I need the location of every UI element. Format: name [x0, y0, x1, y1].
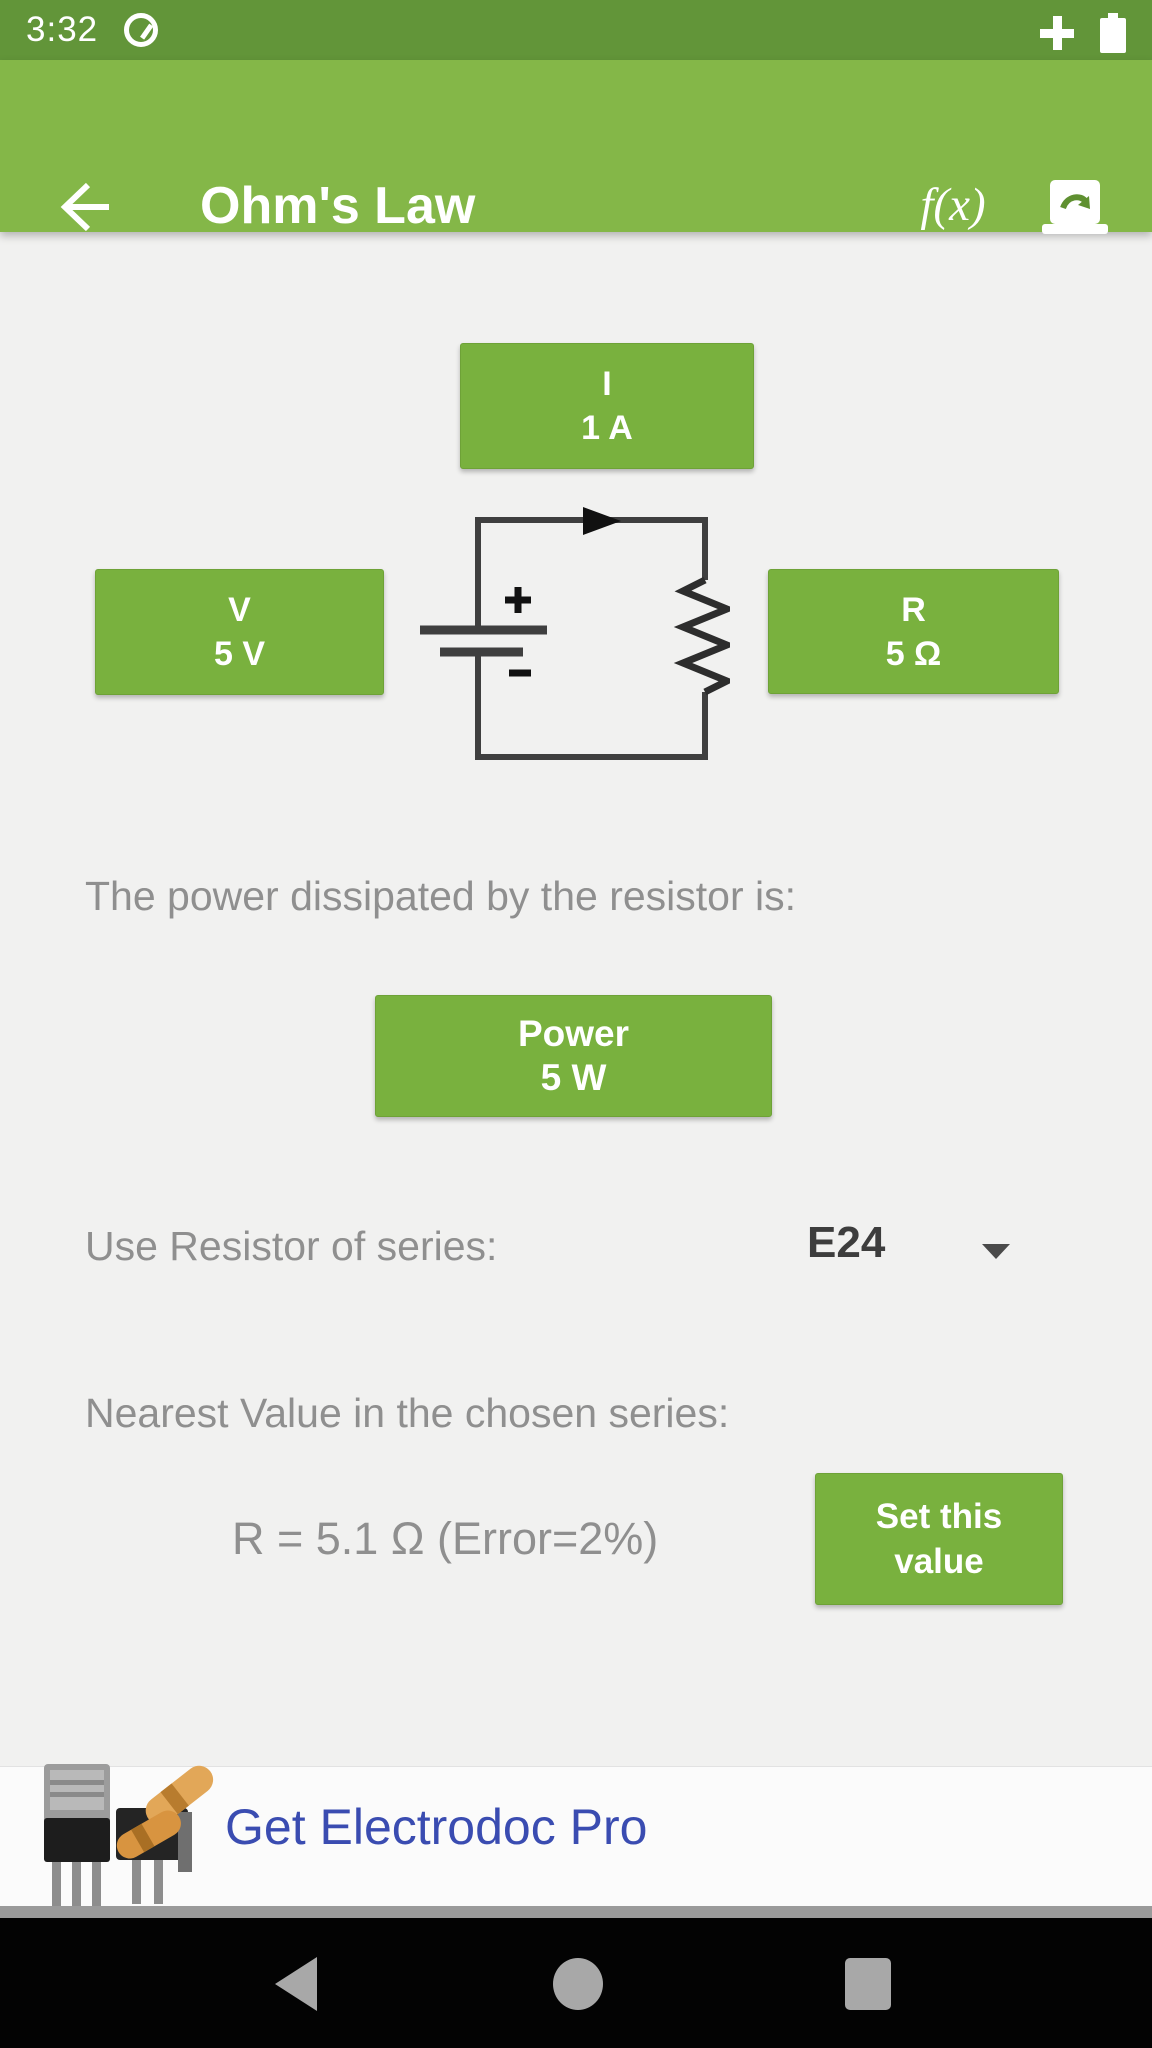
nav-recents-icon[interactable] [845, 1958, 891, 2010]
power-value: 5 W [540, 1057, 607, 1098]
set-this-value-button[interactable]: Set this value [815, 1473, 1063, 1605]
circuit-diagram [410, 505, 737, 770]
series-dropdown[interactable]: E24 [807, 1218, 886, 1267]
battery-saver-plus-icon [1040, 16, 1074, 50]
power-button[interactable]: Power 5 W [375, 995, 772, 1117]
navigation-bar [0, 1918, 1152, 2048]
app-bar: Ohm's Law f(x) [0, 60, 1152, 235]
nav-home-icon[interactable] [553, 1958, 603, 2010]
back-arrow-icon[interactable] [55, 178, 113, 236]
get-electrodoc-pro-link[interactable]: Get Electrodoc Pro [225, 1799, 648, 1855]
current-button[interactable]: I 1 A [460, 343, 754, 469]
nav-divider [0, 1906, 1152, 1918]
nav-back-icon[interactable] [275, 1957, 317, 2011]
nearest-label: Nearest Value in the chosen series: [85, 1390, 730, 1436]
power-label: Power [517, 1013, 630, 1054]
current-value: 1 A [581, 409, 633, 447]
formula-fx-icon[interactable]: f(x) [920, 179, 986, 231]
voltage-button[interactable]: V 5 V [95, 569, 384, 695]
resistance-label: R [901, 590, 926, 629]
voltage-label: V [228, 591, 251, 629]
battery-icon [1100, 13, 1126, 53]
page-title: Ohm's Law [200, 177, 476, 235]
resistance-button[interactable]: R 5 Ω [768, 569, 1059, 694]
series-label: Use Resistor of series: [85, 1223, 498, 1269]
nearest-value: R = 5.1 Ω (Error=2%) [232, 1513, 659, 1564]
set-button-line1: Set this [875, 1497, 1003, 1536]
set-button-line2: value [894, 1542, 984, 1581]
chevron-down-icon[interactable] [982, 1244, 1010, 1259]
notification-icon [124, 13, 158, 47]
resistance-value: 5 Ω [885, 634, 942, 673]
current-arrow [583, 507, 621, 535]
power-caption: The power dissipated by the resistor is: [85, 873, 796, 919]
voltage-value: 5 V [213, 635, 266, 673]
status-bar: 3:32 [0, 0, 1152, 60]
export-image-icon[interactable] [1032, 172, 1116, 248]
current-label: I [602, 365, 612, 403]
electrodoc-app-icon [28, 1750, 233, 1910]
status-time: 3:32 [26, 10, 99, 49]
